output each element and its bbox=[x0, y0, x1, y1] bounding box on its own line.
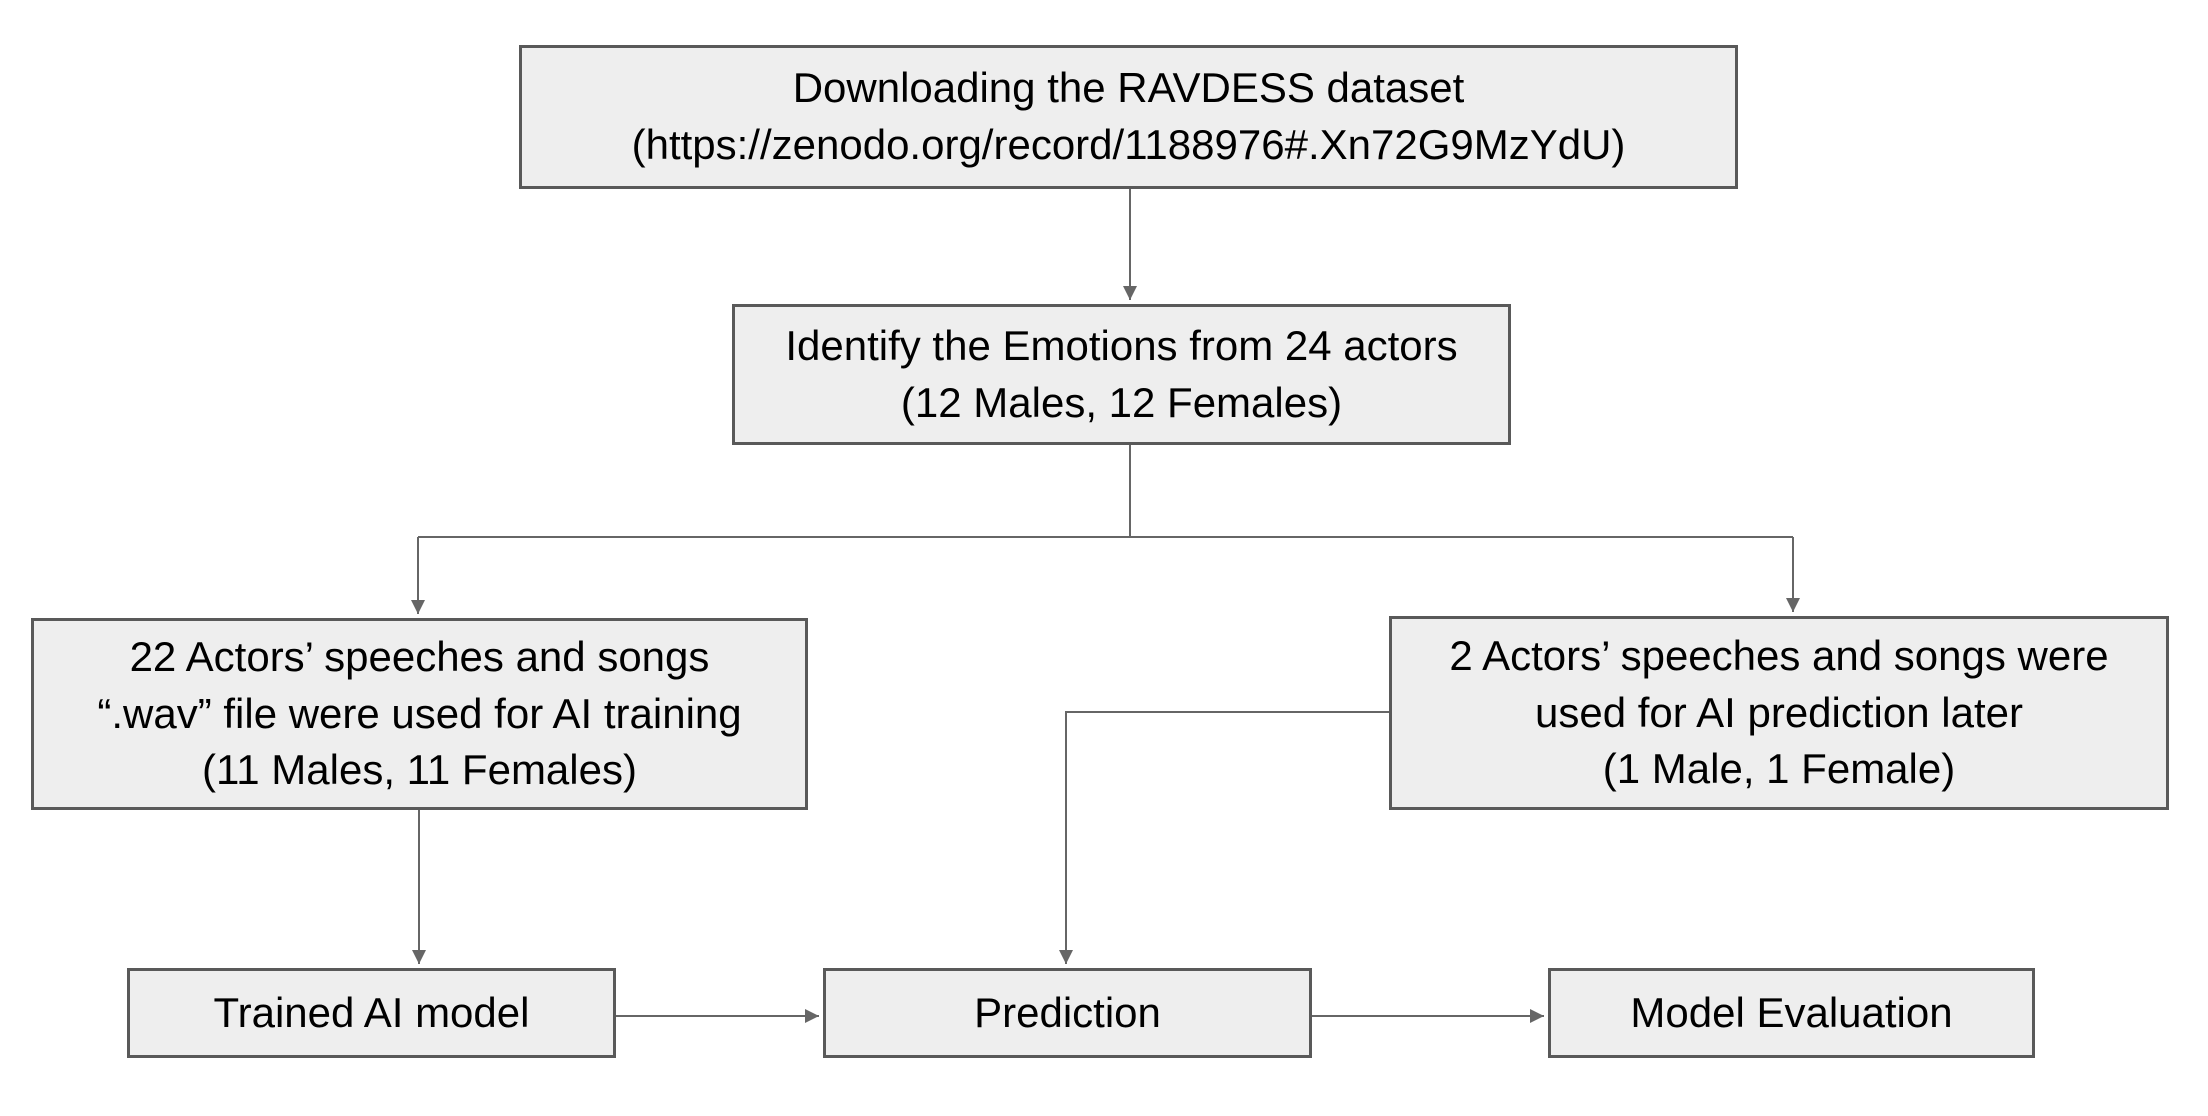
node-download-dataset: Downloading the RAVDESS dataset (https:/… bbox=[519, 45, 1738, 189]
node-download-dataset-label: Downloading the RAVDESS dataset (https:/… bbox=[631, 64, 1626, 168]
node-training-set-label: 22 Actors’ speeches and songs “.wav” fil… bbox=[97, 632, 742, 794]
node-training-set: 22 Actors’ speeches and songs “.wav” fil… bbox=[31, 618, 808, 810]
node-model-evaluation: Model Evaluation bbox=[1548, 968, 2035, 1058]
node-identify-emotions: Identify the Emotions from 24 actors (12… bbox=[732, 304, 1511, 445]
node-trained-ai-model-label: Trained AI model bbox=[213, 988, 530, 1036]
node-model-evaluation-label: Model Evaluation bbox=[1630, 988, 1953, 1036]
connector-prediction-set-to-prediction bbox=[1059, 711, 1389, 964]
node-prediction-set: 2 Actors’ speeches and songs were used f… bbox=[1389, 616, 2169, 810]
node-trained-ai-model: Trained AI model bbox=[127, 968, 616, 1058]
node-prediction: Prediction bbox=[823, 968, 1312, 1058]
node-prediction-label: Prediction bbox=[974, 988, 1161, 1036]
node-identify-emotions-label: Identify the Emotions from 24 actors (12… bbox=[785, 321, 1458, 426]
node-prediction-set-label: 2 Actors’ speeches and songs were used f… bbox=[1449, 631, 2109, 793]
